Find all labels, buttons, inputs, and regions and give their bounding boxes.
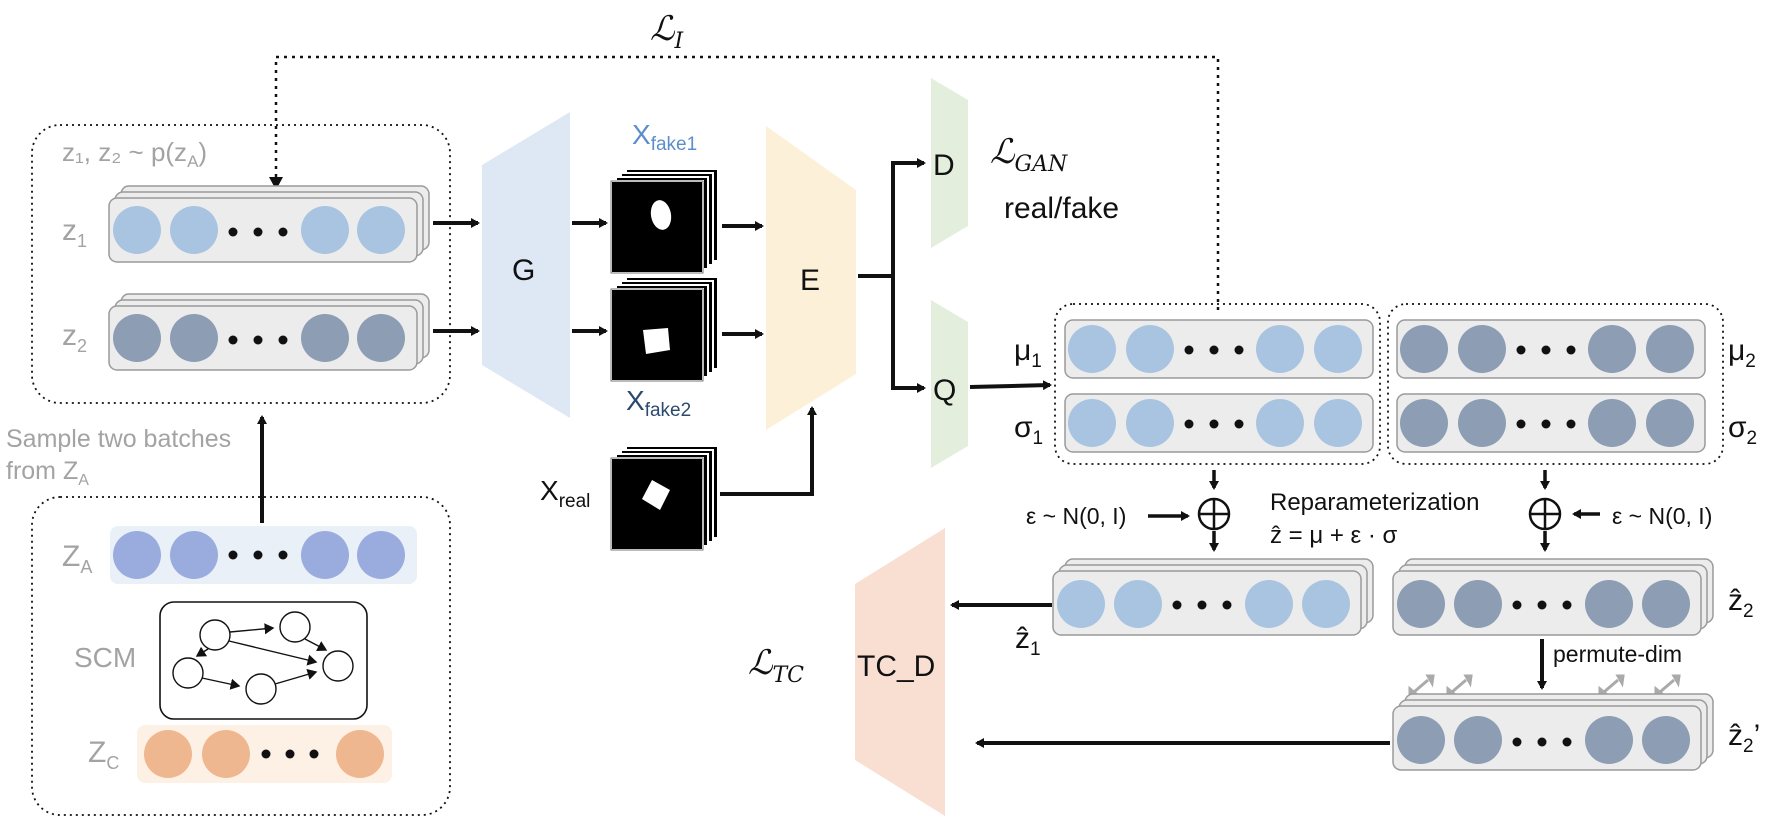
z2-hat-vector <box>1392 558 1714 636</box>
q-head-block <box>931 300 968 468</box>
sample-text: Sample two batches <box>6 425 231 453</box>
z2-hat-label: ẑ2 <box>1728 584 1754 622</box>
loss-tc-label: ℒTC <box>748 643 804 688</box>
generator-label: G <box>512 254 535 287</box>
x-fake1-label: Xfake1 <box>632 119 697 155</box>
sigma2-vector <box>1396 393 1706 453</box>
loss-i-arrow-head <box>269 177 283 190</box>
z1-label: z1 <box>62 214 87 251</box>
discriminator-label: D <box>933 149 955 182</box>
x-fake1-image-stack <box>610 168 719 274</box>
x-real-label: Xreal <box>540 475 590 512</box>
real-to-e-arrow <box>720 406 817 496</box>
sigma1-label: σ1 <box>1014 411 1043 449</box>
latent-source-box <box>31 496 451 816</box>
q-to-params-arrow <box>969 380 1052 391</box>
swap-arrow-icon <box>1408 674 1681 699</box>
z2-hat-permuted-label: ẑ2’ <box>1728 719 1760 757</box>
params-1-box <box>1054 303 1381 465</box>
loss-gan-label: ℒGAN <box>990 132 1068 177</box>
real-fake-label: real/fake <box>1004 192 1119 225</box>
loss-i-label: ℒI <box>650 9 685 54</box>
sample-header: z₁, z₂ ~ p(zA) <box>62 137 207 171</box>
z2-hat-permuted-vector <box>1392 693 1714 771</box>
zc-label: ZC <box>88 736 119 773</box>
za-vector <box>110 526 417 584</box>
e-to-q-arrow <box>891 276 926 393</box>
z1-hat-label: ẑ1 <box>1015 622 1041 660</box>
scm-graph <box>159 601 368 720</box>
sigma1-vector <box>1064 393 1374 453</box>
x-real-image-stack <box>610 445 719 551</box>
reparam-formula: ẑ = μ + ε · σ <box>1270 522 1398 549</box>
z1-batch-vector <box>108 185 430 263</box>
eps-right-label: ε ~ N(0, I) <box>1612 503 1712 529</box>
tc-discriminator-label: TC_D <box>857 650 935 683</box>
tc-discriminator-block <box>855 528 945 816</box>
za-label: ZA <box>62 540 92 577</box>
scm-label: SCM <box>74 642 136 673</box>
permute-label: permute-dim <box>1553 641 1682 667</box>
mu2-label: μ2 <box>1728 334 1756 372</box>
sample-batches-box <box>31 124 451 404</box>
zc-vector <box>137 725 392 783</box>
svg-text:ℒI: ℒI <box>650 9 685 54</box>
generator-block <box>482 112 570 418</box>
discriminator-block <box>931 78 968 248</box>
e-to-d-arrow <box>858 158 926 278</box>
mu1-label: μ1 <box>1014 334 1042 372</box>
x-fake2-image-stack <box>610 276 719 382</box>
oplus-right-icon <box>1528 497 1562 531</box>
encoder-label: E <box>800 264 820 297</box>
eps-left-label: ε ~ N(0, I) <box>1026 503 1126 529</box>
z2-label: z2 <box>62 319 87 356</box>
loss-i-dotted-path <box>274 55 1220 310</box>
z2-batch-vector <box>108 293 430 371</box>
q-head-label: Q <box>933 374 956 407</box>
reparam-title: Reparameterization <box>1270 489 1479 516</box>
oplus-left-icon <box>1197 497 1231 531</box>
sample-text-line2: from ZA <box>6 457 89 489</box>
x-fake2-label: Xfake2 <box>626 385 691 421</box>
mu1-vector <box>1064 319 1374 379</box>
sigma2-label: σ2 <box>1728 411 1757 449</box>
encoder-block <box>766 126 856 430</box>
z1-hat-vector <box>1052 558 1374 636</box>
mu2-vector <box>1396 319 1706 379</box>
